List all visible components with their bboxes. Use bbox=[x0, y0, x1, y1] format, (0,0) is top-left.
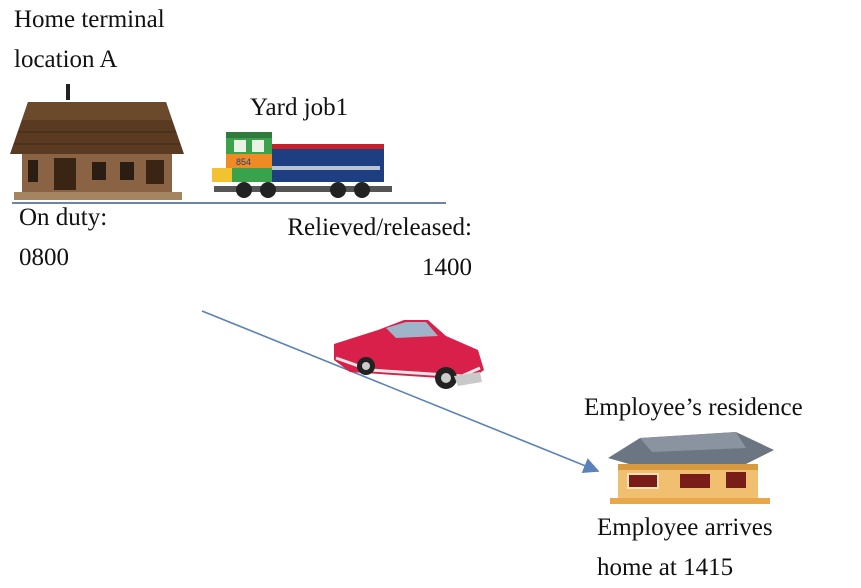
relieved-line1: Relieved/released: bbox=[287, 214, 472, 241]
on-duty-label: On duty: 0800 bbox=[19, 198, 107, 278]
travel-arrow bbox=[201, 310, 600, 474]
yard-job-label: Yard job1 bbox=[250, 94, 349, 121]
on-duty-line1: On duty: bbox=[19, 204, 108, 231]
residence-label: Employee’s residence bbox=[584, 394, 803, 421]
arrival-label: Employee arrives home at 1415 bbox=[597, 508, 773, 588]
home-terminal-line1: Home terminal bbox=[14, 6, 165, 33]
on-duty-time: 0800 bbox=[19, 244, 69, 271]
relieved-time: 1400 bbox=[422, 254, 472, 281]
house-icon bbox=[608, 432, 774, 504]
locomotive-number: 854 bbox=[236, 157, 251, 167]
arrival-line2: home at 1415 bbox=[597, 554, 734, 581]
arrival-line1: Employee arrives bbox=[597, 514, 773, 541]
depot-building-icon bbox=[10, 84, 184, 200]
relieved-label: Relieved/released: 1400 bbox=[247, 208, 472, 288]
home-terminal-line2: location A bbox=[14, 46, 118, 73]
locomotive-icon: 854 bbox=[212, 132, 392, 198]
home-terminal-label: Home terminal location A bbox=[14, 0, 165, 80]
car-icon bbox=[334, 320, 484, 389]
